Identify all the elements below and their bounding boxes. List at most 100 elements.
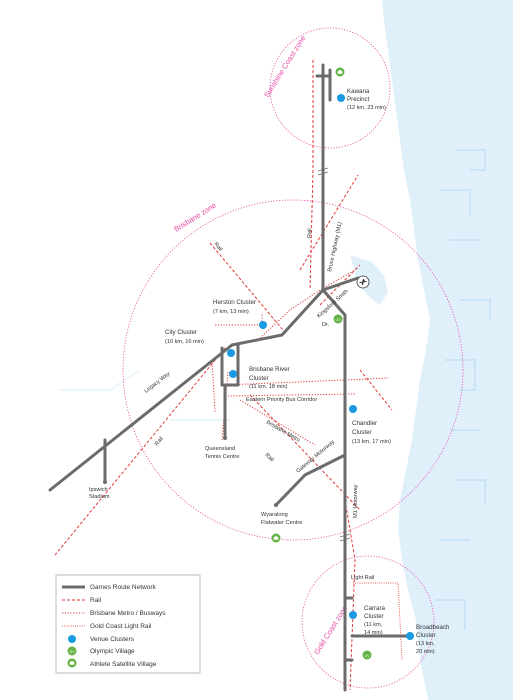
- broadbeach-detail-1: (13 km,: [416, 641, 435, 647]
- busway-eastern-2: [224, 393, 356, 397]
- marker-tennis: [223, 436, 227, 440]
- village-gold-coast-glyph: OV: [364, 654, 370, 658]
- kawana-detail: (12 km, 23 min): [347, 105, 386, 111]
- rail-label-northwest: Rail: [212, 241, 223, 252]
- village-brisbane-glyph: OV: [335, 318, 341, 322]
- rail-label-southwest: Rail: [154, 436, 165, 447]
- light-rail-label: Light Rail: [351, 575, 374, 581]
- tennis-label-2: Tennis Centre: [205, 454, 240, 460]
- ipswich-label-1: Ipswich: [89, 487, 108, 493]
- legend-village-swatch: [67, 646, 77, 656]
- brisbane-river-label-1: Brisbane River: [249, 366, 290, 373]
- carrara-label-2: Cluster: [364, 613, 384, 620]
- busway-city-north: [257, 269, 356, 341]
- broadbeach-label-1: Broadbeach: [416, 624, 450, 631]
- kawana-label-2: Precinct: [347, 96, 370, 103]
- carrara-detail-1: (11 km,: [364, 622, 383, 628]
- satellite-village-wyaralong: [271, 533, 281, 543]
- gold-coast-zone: [301, 555, 435, 689]
- olympic-villages: OV OV: [333, 314, 372, 660]
- marker-wyaralong: [274, 503, 278, 507]
- kingsford-smith-label-2: Dr.: [322, 322, 330, 328]
- route-kingsford: [321, 288, 347, 457]
- legend-item-road: Games Route Network: [90, 584, 156, 591]
- wyaralong-label-2: Flatwater Centre: [261, 520, 302, 526]
- chandler-detail: (13 km, 17 min): [352, 439, 391, 445]
- broadbeach-label-2: Cluster: [416, 632, 436, 639]
- rail-line-airport: [299, 174, 359, 271]
- city-label: City Cluster: [165, 329, 197, 336]
- rail-line-southwest: [54, 347, 226, 556]
- busway-eastern: [224, 377, 389, 386]
- venue-herston: [259, 321, 267, 329]
- sunshine-coast-zone-label: Sunshine Coast zone: [262, 34, 307, 99]
- brisbane-zone-label: Brisbane zone: [172, 201, 217, 234]
- venue-chandler: [349, 405, 357, 413]
- brisbane-river-detail: (11 km, 18 min): [249, 384, 288, 390]
- route-city-link: [230, 288, 325, 347]
- route-river-cluster: [220, 343, 240, 387]
- games-route-network: [48, 63, 412, 692]
- athlete-satellite-villages: [271, 67, 345, 543]
- legend: Games Route Network Rail Brisbane Metro …: [55, 574, 201, 674]
- bruce-highway-label: Bruce Highway (M1): [327, 221, 343, 272]
- carrara-label-1: Carrara: [364, 605, 386, 612]
- city-detail: (10 km, 16 min): [165, 339, 204, 345]
- kawana-label-1: Kawana: [347, 88, 370, 95]
- rail-line-north: [309, 60, 314, 291]
- rail-line-east: [319, 264, 361, 306]
- route-carrara: [343, 596, 354, 662]
- legend-item-village: Olympic Village: [90, 648, 135, 655]
- village-gold-coast: [362, 650, 372, 660]
- rail-line-northwest: [209, 242, 284, 331]
- rail-line-gold-coast: [344, 499, 356, 691]
- legacy-way-label: Legacy Way: [144, 371, 172, 395]
- herston-detail: (7 km, 13 min): [213, 309, 249, 315]
- legend-item-venue: Venue Clusters: [90, 636, 135, 643]
- route-legacy-way: [48, 343, 234, 492]
- herston-label: Herston Cluster: [213, 299, 256, 306]
- legend-box: [55, 574, 201, 674]
- zone-circles: [122, 27, 464, 689]
- route-kawana-frame: [315, 68, 332, 102]
- legend-item-satellite: Athlete Satellite Village: [90, 661, 157, 668]
- eastern-busway-label: Eastern Priority Bus Corridor: [246, 397, 317, 403]
- airport-icon: [356, 275, 370, 289]
- broadbeach-detail-2: 20 min): [416, 649, 435, 655]
- brisbane-metro-label: Brisbane Metro: [265, 420, 301, 444]
- zone-crossing-marks: [317, 167, 351, 542]
- chandler-label-1: Chandler: [352, 420, 377, 427]
- satellite-village-kawana: [335, 67, 345, 77]
- venue-brisbane-river-2: [229, 370, 237, 378]
- rail-label-north: Rail: [307, 228, 313, 238]
- venue-broadbeach: [406, 632, 414, 640]
- venue-brisbane-river-1: [227, 349, 235, 357]
- village-brisbane: [333, 314, 343, 324]
- legend-item-lightrail: Gold Coast Light Rail: [90, 623, 152, 630]
- ipswich-label-2: Stadium: [89, 494, 110, 500]
- legend-item-busway: Brisbane Metro / Busways: [90, 610, 166, 617]
- legend-item-rail: Rail: [90, 597, 102, 604]
- tennis-label-1: Queensland: [205, 446, 235, 452]
- marker-ipswich: [103, 480, 107, 484]
- sunshine-coast-zone: [269, 27, 391, 149]
- carrara-detail-2: 14 min): [364, 630, 383, 636]
- busway-west: [211, 359, 216, 413]
- rail-lines: [54, 60, 393, 691]
- venue-clusters: [227, 94, 414, 640]
- m1-label: M1 Motorway: [353, 484, 359, 518]
- rail-line-chandler-east: [359, 369, 393, 411]
- rail-line-cleveland: [249, 394, 361, 511]
- brisbane-river-label-2: Cluster: [249, 375, 269, 382]
- wyaralong-label-1: Wyaralong: [261, 512, 288, 518]
- busway-metro: [239, 399, 316, 446]
- venue-kawana: [337, 94, 345, 102]
- brisbane-zone: [122, 199, 464, 541]
- chandler-label-2: Cluster: [352, 429, 372, 436]
- legend-village-glyph: OV: [69, 650, 75, 654]
- legend-satellite-swatch: [67, 658, 77, 668]
- route-airport: [321, 276, 360, 292]
- rail-label-cleveland: Rail: [264, 452, 275, 463]
